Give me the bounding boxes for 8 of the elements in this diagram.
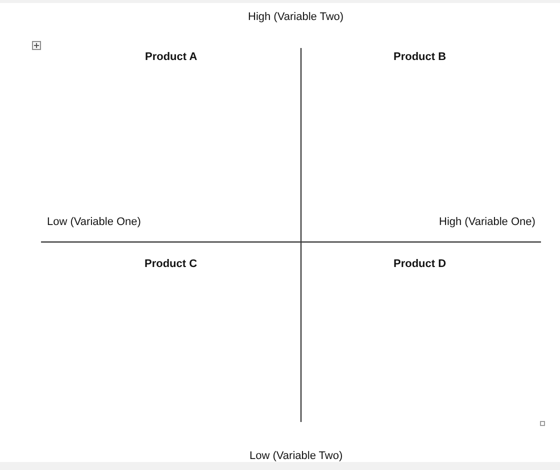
quadrant-label: Product C <box>144 258 198 271</box>
quadrant-label: Product B <box>394 51 446 64</box>
axis-label: Low (Variable Two) <box>250 450 343 463</box>
axis-label: Low (Variable One) <box>47 216 141 229</box>
axis-label: High (Variable Two) <box>248 11 344 24</box>
quadrant-label: Product A <box>145 51 198 64</box>
axis-label: High (Variable One) <box>439 216 536 229</box>
quadrant-label: Product D <box>394 258 446 271</box>
